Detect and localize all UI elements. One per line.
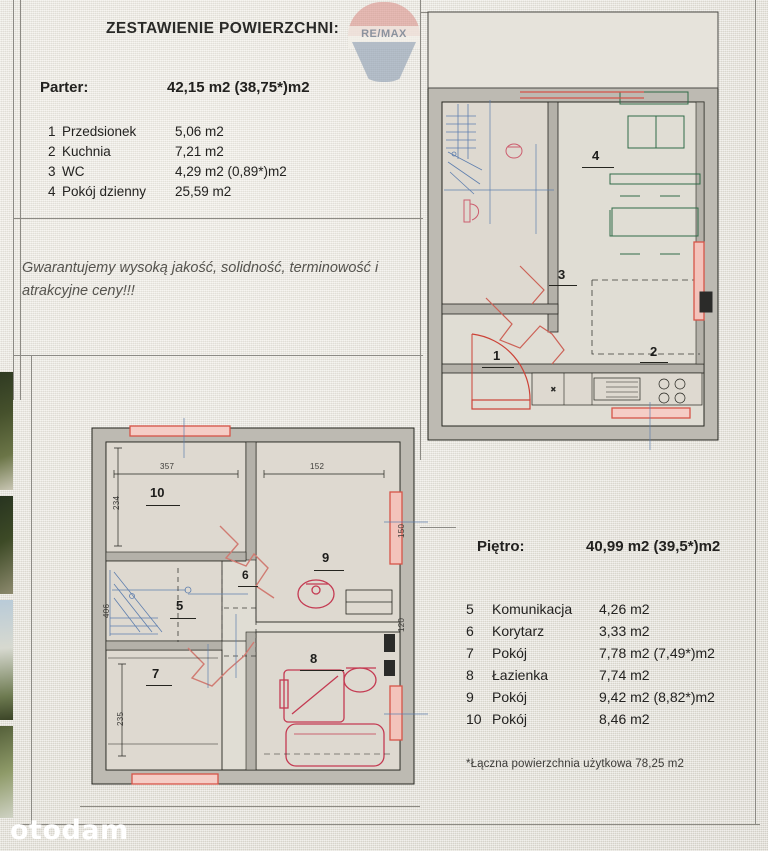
otodam-watermark: otodam — [10, 815, 129, 846]
total-area-footnote: *Łączna powierzchnia użytkowa 78,25 m2 — [466, 758, 684, 770]
room-label-underline-7 — [146, 685, 172, 686]
page-title: ZESTAWIENIE POWIERZCHNI: — [106, 20, 340, 37]
photo-thumbnail-3[interactable] — [0, 600, 13, 720]
room-name: Komunikacja — [492, 601, 573, 617]
remax-logo: RE/MAX — [348, 2, 420, 92]
frame-line-right — [755, 0, 756, 824]
room-area: 4,26 m2 — [599, 601, 650, 617]
room-number: 1 — [48, 124, 56, 139]
balloon-bottom-icon — [352, 42, 416, 82]
room-label-underline-6 — [238, 586, 258, 587]
pietro-label: Piętro: — [477, 538, 525, 555]
dimension-357: 357 — [160, 462, 175, 471]
room-label-2: 2 — [650, 344, 658, 359]
frame-line-left-2 — [20, 0, 21, 400]
room-area: 7,74 m2 — [599, 667, 650, 683]
pietro-total-value: 40,99 m2 (39,5*)m2 — [586, 538, 721, 555]
room-label-underline-4 — [582, 167, 614, 168]
remax-logo-text: RE/MAX — [361, 28, 407, 40]
room-number: 9 — [466, 689, 474, 705]
room-label-3: 3 — [558, 267, 566, 282]
list-item: 2 Kuchnia 7,21 m2 — [48, 142, 287, 162]
frame-line-mid — [420, 0, 421, 460]
room-label-1: 1 — [493, 348, 501, 363]
ground-floor-plan[interactable]: × — [424, 4, 764, 454]
list-item: 10 Pokój 8,46 m2 — [466, 708, 715, 730]
room-number: 6 — [466, 623, 474, 639]
room-name: Łazienka — [492, 667, 549, 683]
room-area: 8,46 m2 — [599, 711, 650, 727]
divider-parter — [13, 218, 423, 219]
room-area: 7,21 m2 — [175, 144, 224, 159]
room-name: Przedsionek — [62, 124, 137, 139]
room-label-underline-2 — [640, 362, 668, 363]
pietro-room-list: 5 Komunikacja 4,26 m2 6 Korytarz 3,33 m2… — [466, 598, 715, 730]
dimension-120: 120 — [397, 617, 406, 632]
room-name: WC — [62, 164, 85, 179]
divider-pietro — [420, 527, 456, 528]
room-number: 8 — [466, 667, 474, 683]
room-label-4: 4 — [592, 148, 600, 163]
room-area: 7,78 m2 (7,49*)m2 — [599, 645, 715, 661]
dimension-406: 406 — [102, 603, 111, 618]
room-name: Pokój — [492, 711, 528, 727]
frame-line-left — [13, 0, 14, 400]
photo-thumbnail-2[interactable] — [0, 496, 13, 594]
room-number: 7 — [466, 645, 474, 661]
room-number: 4 — [48, 184, 56, 199]
dimension-234: 234 — [112, 495, 121, 510]
room-number: 10 — [466, 711, 482, 727]
frame-line-inner — [31, 356, 32, 826]
divider-lower-left — [80, 806, 420, 807]
room-area: 9,42 m2 (8,82*)m2 — [599, 689, 715, 705]
room-label-6: 6 — [242, 568, 249, 582]
room-label-underline-5 — [170, 618, 196, 619]
room-name: Kuchnia — [62, 144, 111, 159]
room-label-5: 5 — [176, 598, 184, 613]
room-label-underline-8 — [300, 670, 344, 671]
company-slogan: Gwarantujemy wysoką jakość, solidność, t… — [22, 260, 379, 299]
upper-floor-plan[interactable]: 10 9 6 5 7 8 357 152 234 235 406 120 150 — [88, 418, 428, 808]
room-number: 3 — [48, 164, 56, 179]
room-label-underline-3 — [549, 285, 577, 286]
list-item: 7 Pokój 7,78 m2 (7,49*)m2 — [466, 642, 715, 664]
list-item: 9 Pokój 9,42 m2 (8,82*)m2 — [466, 686, 715, 708]
room-label-9: 9 — [322, 550, 330, 565]
room-area: 5,06 m2 — [175, 124, 224, 139]
dimension-152: 152 — [310, 462, 325, 471]
room-area: 4,29 m2 (0,89*)m2 — [175, 164, 287, 179]
room-label-underline-9 — [314, 570, 344, 571]
parter-room-list: 1 Przedsionek 5,06 m2 2 Kuchnia 7,21 m2 … — [48, 122, 287, 202]
list-item: 6 Korytarz 3,33 m2 — [466, 620, 715, 642]
room-number: 2 — [48, 144, 56, 159]
room-label-8: 8 — [310, 651, 318, 666]
room-number: 5 — [466, 601, 474, 617]
room-area: 3,33 m2 — [599, 623, 650, 639]
list-item: 4 Pokój dzienny 25,59 m2 — [48, 182, 287, 202]
photo-thumbnail-1[interactable] — [0, 372, 13, 490]
room-name: Pokój dzienny — [62, 184, 147, 199]
dimension-235: 235 — [116, 711, 125, 726]
list-item: 5 Komunikacja 4,26 m2 — [466, 598, 715, 620]
room-name: Pokój — [492, 645, 528, 661]
photo-thumbnail-4[interactable] — [0, 726, 13, 818]
room-label-underline-1 — [482, 367, 514, 368]
divider-bottom — [20, 824, 760, 825]
room-name: Pokój — [492, 689, 528, 705]
room-area: 25,59 m2 — [175, 184, 232, 199]
svg-text:×: × — [551, 385, 556, 394]
list-item: 1 Przedsionek 5,06 m2 — [48, 122, 287, 142]
list-item: 3 WC 4,29 m2 (0,89*)m2 — [48, 162, 287, 182]
dimension-150: 150 — [397, 523, 406, 538]
list-item: 8 Łazienka 7,74 m2 — [466, 664, 715, 686]
room-label-7: 7 — [152, 666, 160, 681]
divider-slogan — [13, 355, 423, 356]
room-name: Korytarz — [492, 623, 545, 639]
parter-label: Parter: — [40, 79, 89, 96]
room-label-10: 10 — [150, 485, 165, 500]
room-label-underline-10 — [146, 505, 180, 506]
parter-total-value: 42,15 m2 (38,75*)m2 — [167, 79, 310, 96]
